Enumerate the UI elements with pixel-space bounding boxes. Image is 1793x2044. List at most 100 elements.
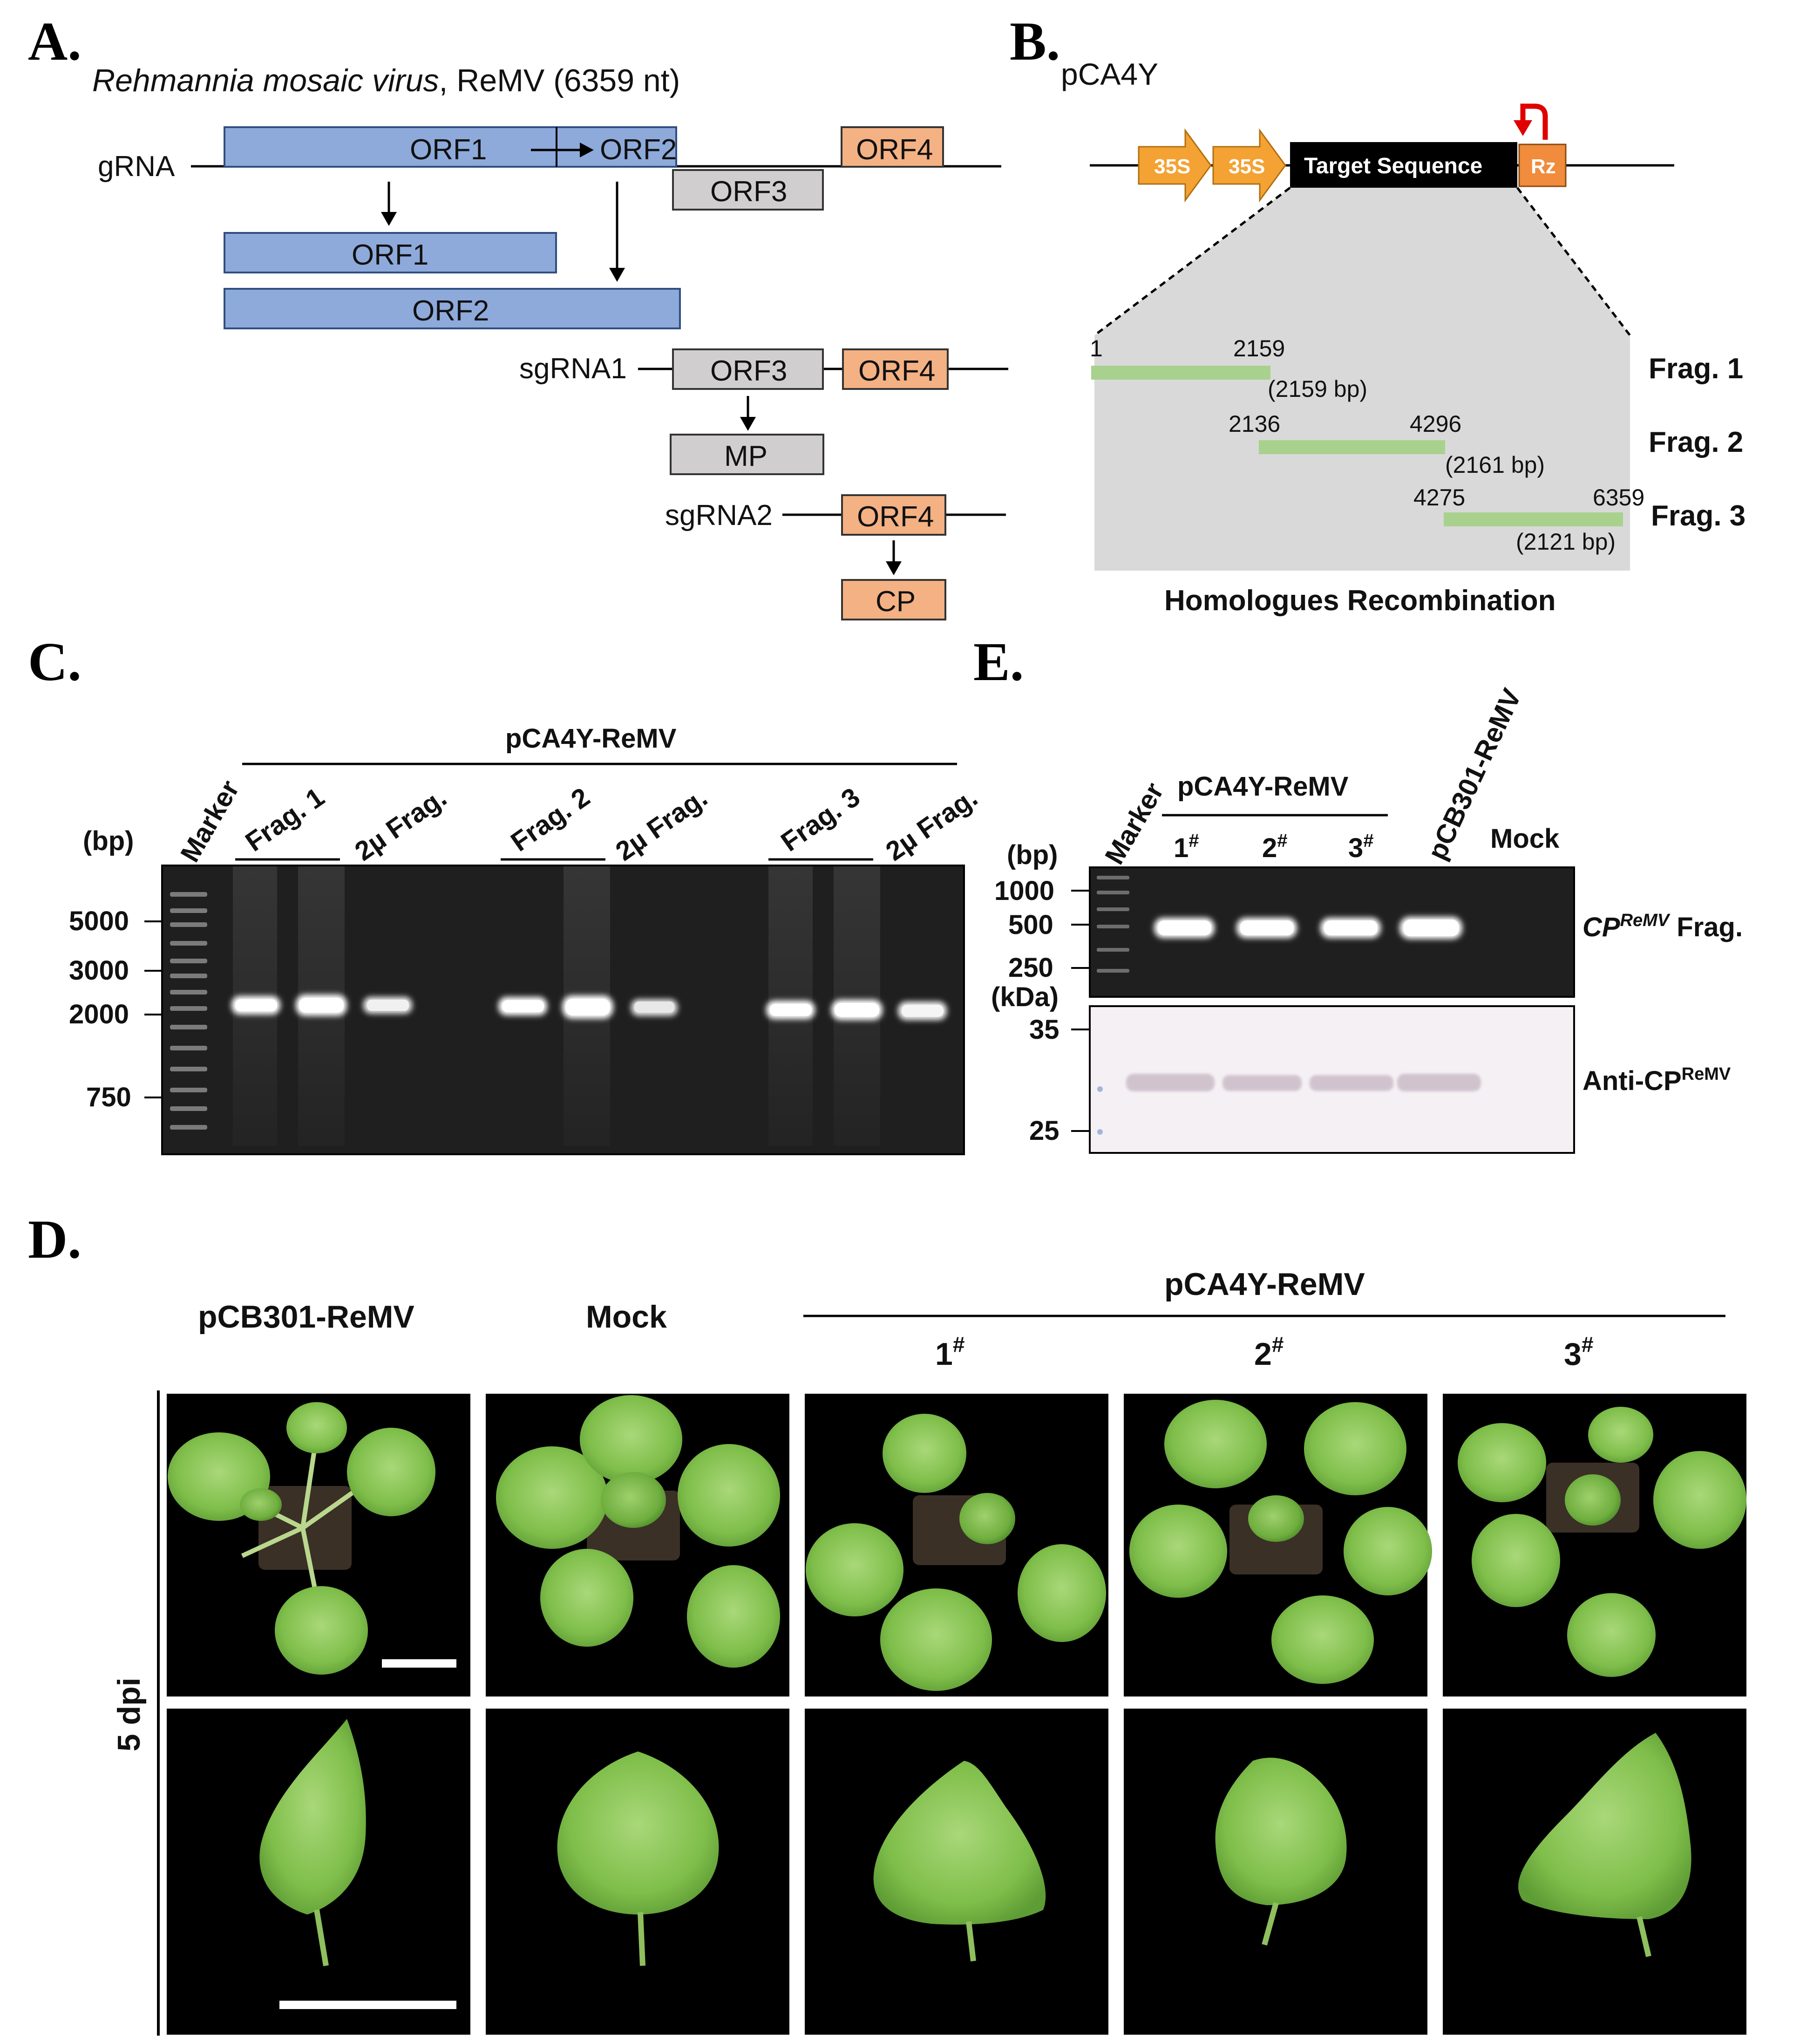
panel-c: C. pCA4Y-ReMV (bp) Marker Frag. 1 2µ Fra… bbox=[28, 631, 983, 1155]
cp-box bbox=[841, 579, 946, 620]
frag3-name: Frag. 3 bbox=[1651, 500, 1745, 532]
panel-a-title: Rehmannia mosaic virus, ReMV (6359 nt) bbox=[92, 63, 680, 98]
panel-d-header: pCA4Y-ReMV bbox=[1164, 1267, 1365, 1302]
lane-label-marker: Marker bbox=[175, 775, 245, 867]
orf3-box-grna bbox=[672, 169, 824, 211]
scale-bar-plant bbox=[382, 1659, 456, 1668]
orf4-label-sg2: ORF4 bbox=[857, 501, 934, 533]
orf4-box-sg2 bbox=[841, 494, 946, 536]
western-label: Anti-CPReMV bbox=[1582, 1064, 1731, 1096]
fragment-3: 4275 6359 (2121 bp) Frag. 3 bbox=[1413, 484, 1745, 555]
gel-e-header: pCA4Y-ReMV bbox=[1177, 771, 1349, 802]
orf4-label-sg1: ORF4 bbox=[858, 355, 935, 387]
leaf-2-icon bbox=[1215, 1758, 1347, 1946]
zoom-right-line bbox=[1516, 187, 1631, 336]
frag2-end: 4296 bbox=[1410, 411, 1461, 437]
frag3-start: 4275 bbox=[1413, 484, 1465, 511]
arrowhead-cp bbox=[886, 561, 902, 575]
frag3-bar bbox=[1444, 512, 1623, 526]
plant-mock-icon bbox=[496, 1395, 780, 1668]
orf1-label: ORF1 bbox=[410, 134, 487, 166]
frag2-start: 2136 bbox=[1229, 411, 1280, 437]
orf1-product bbox=[224, 232, 557, 273]
orf4-box-sg1 bbox=[842, 348, 949, 390]
frag1-start: 1 bbox=[1090, 335, 1103, 361]
lane-label-frag3: Frag. 3 bbox=[775, 782, 865, 857]
col-label-pcb301: pCB301-ReMV bbox=[198, 1299, 414, 1335]
sgrna1-label: sgRNA1 bbox=[519, 353, 627, 385]
gel-e-marker-1000: 1000 bbox=[994, 876, 1054, 906]
gel-c-header: pCA4Y-ReMV bbox=[505, 723, 677, 754]
virus-name: Rehmannia mosaic virus bbox=[92, 63, 439, 98]
gel-c-ladder bbox=[170, 892, 207, 1130]
orf1-2-box bbox=[224, 126, 677, 168]
gel-e-mock-label: Mock bbox=[1490, 824, 1560, 854]
promoter-35s-1-label: 35S bbox=[1154, 155, 1190, 178]
gel-e-lane-3: 3# bbox=[1348, 831, 1374, 863]
leaf-mock-icon bbox=[557, 1751, 719, 1966]
panel-a: A. Rehmannia mosaic virus, ReMV (6359 nt… bbox=[28, 11, 1008, 620]
orf3-box-sg1 bbox=[672, 348, 824, 390]
fragment-2: 2136 4296 (2161 bp) Frag. 2 bbox=[1229, 411, 1743, 478]
plant-pcb301-icon bbox=[168, 1402, 456, 1675]
frag1-bar bbox=[1091, 366, 1270, 380]
orf2-product bbox=[224, 288, 681, 329]
plant-3-icon bbox=[1458, 1407, 1746, 1677]
promoter-35s-2-label: 35S bbox=[1229, 155, 1265, 178]
frag2-length: (2161 bp) bbox=[1445, 452, 1545, 478]
readthrough-arrowhead bbox=[580, 143, 594, 157]
gel-c-bp-unit: (bp) bbox=[83, 826, 134, 856]
leaf-pcb301-icon bbox=[259, 1719, 456, 2009]
sgrna2-label: sgRNA2 bbox=[665, 499, 773, 531]
target-sequence-label: Target Sequence bbox=[1304, 154, 1482, 178]
orf1-product-label: ORF1 bbox=[352, 239, 428, 271]
gel-c-marker-5000: 5000 bbox=[69, 906, 129, 936]
target-sequence-box bbox=[1290, 142, 1517, 188]
col-label-1: 1# bbox=[935, 1332, 964, 1372]
orf3-label-sg1: ORF3 bbox=[710, 355, 787, 387]
vector-name: pCA4Y bbox=[1061, 57, 1158, 91]
gel-e-cp-label: CPReMV Frag. bbox=[1582, 911, 1743, 942]
col-label-2: 2# bbox=[1254, 1332, 1284, 1372]
mp-label: MP bbox=[724, 440, 767, 472]
frag1-length: (2159 bp) bbox=[1268, 376, 1367, 402]
orf2-product-label: ORF2 bbox=[412, 295, 489, 327]
promoter-35s-2-icon bbox=[1212, 128, 1286, 203]
gel-e-marker-500: 500 bbox=[1008, 910, 1053, 940]
cleavage-arrow-icon bbox=[1520, 103, 1548, 140]
mp-box bbox=[670, 434, 824, 475]
leaf-1-icon bbox=[873, 1761, 1046, 1962]
frag3-end: 6359 bbox=[1593, 484, 1644, 511]
plant-2-icon bbox=[1129, 1400, 1432, 1684]
gel-e-marker-250: 250 bbox=[1008, 953, 1053, 983]
leaf-3-icon bbox=[1518, 1733, 1691, 1957]
lane-label-2mu-1: 2µ Frag. bbox=[349, 782, 452, 866]
western-bands bbox=[1126, 1074, 1481, 1091]
gel-e-marker-35: 35 bbox=[1029, 1015, 1060, 1045]
zoom-left-line bbox=[1093, 187, 1291, 336]
orf3-label-grna: ORF3 bbox=[710, 176, 787, 208]
grna-label: gRNA bbox=[98, 150, 175, 183]
gel-c-marker-750: 750 bbox=[86, 1082, 131, 1112]
gel-e-ladder bbox=[1097, 876, 1129, 973]
gel-e-bp-unit: (bp) bbox=[1007, 840, 1058, 870]
panel-letter-e: E. bbox=[973, 631, 1024, 692]
lane-label-2mu-3: 2µ Frag. bbox=[880, 782, 983, 866]
gel-e-marker-25: 25 bbox=[1029, 1116, 1060, 1146]
gel-c-marker-3000: 3000 bbox=[69, 955, 129, 986]
panel-b: B. pCA4Y 35S 35S Target Sequence Rz 1 21… bbox=[1010, 11, 1745, 617]
gel-c-bands bbox=[231, 995, 947, 1020]
fragment-1: 1 2159 (2159 bp) Frag. 1 bbox=[1090, 335, 1743, 402]
promoter-35s-1-icon bbox=[1138, 128, 1212, 203]
frag2-name: Frag. 2 bbox=[1649, 426, 1743, 458]
col-label-mock: Mock bbox=[586, 1299, 667, 1335]
gel-c-marker-2000: 2000 bbox=[69, 999, 129, 1029]
cp-label: CP bbox=[876, 586, 916, 618]
orf4-box-grna bbox=[841, 126, 944, 168]
frag1-name: Frag. 1 bbox=[1649, 353, 1743, 385]
virus-length: , ReMV (6359 nt) bbox=[439, 63, 680, 98]
ribozyme-label: Rz bbox=[1531, 155, 1556, 178]
recombination-caption: Homologues Recombination bbox=[1164, 585, 1555, 617]
gel-e-lane-1: 1# bbox=[1174, 831, 1199, 863]
